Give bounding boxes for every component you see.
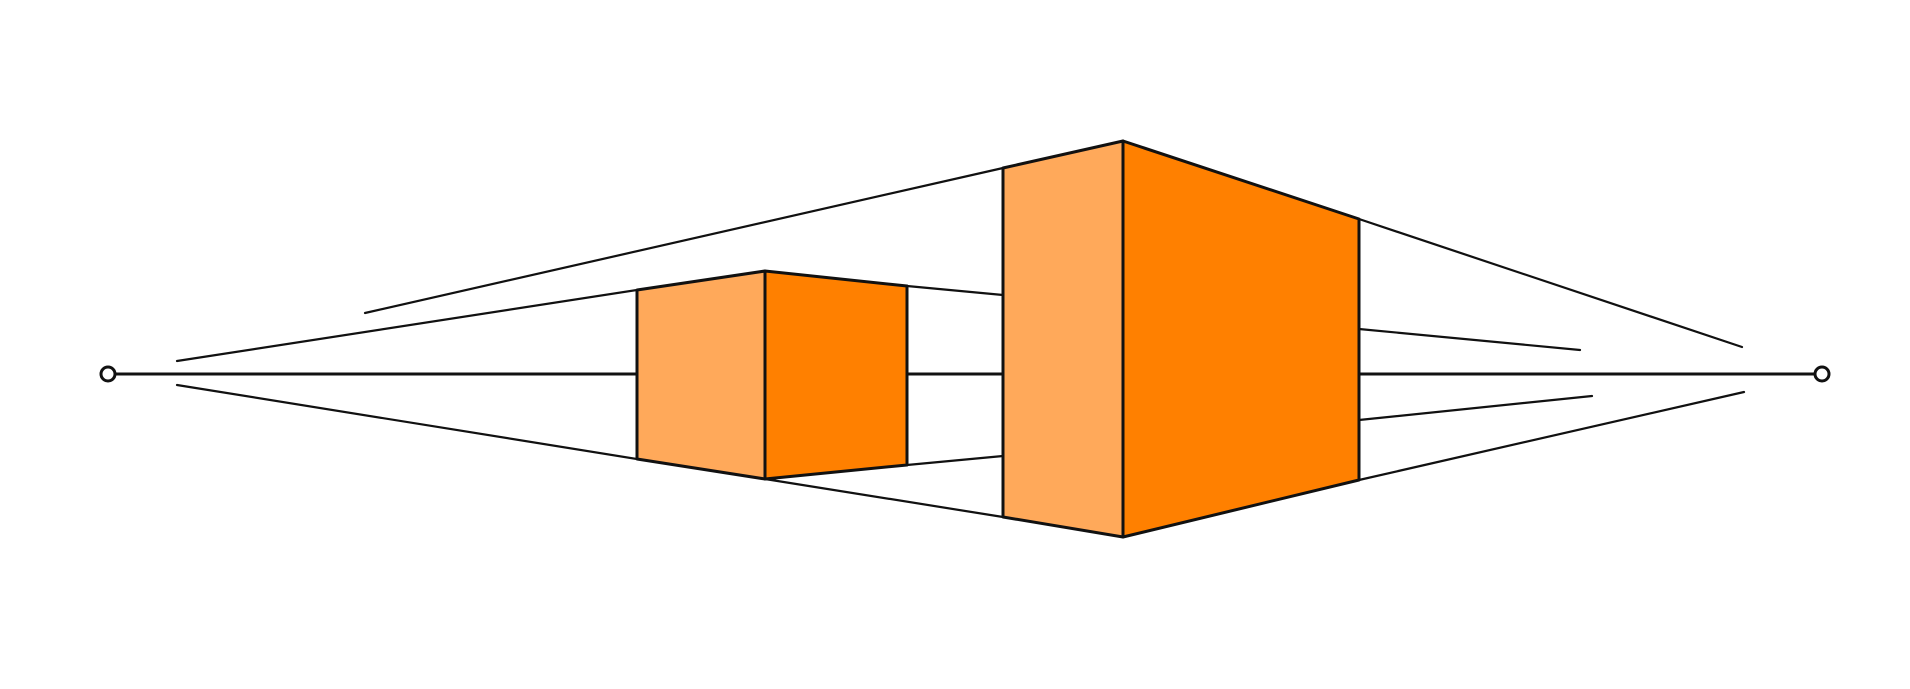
left-perspective-line-small-bottom <box>175 383 639 461</box>
right-perspective-line-lower-inner <box>1357 394 1594 422</box>
left-vanishing-point <box>99 365 117 383</box>
tall-box-left-face <box>1001 139 1125 539</box>
right-perspective-line-tall-bottom <box>1357 390 1746 482</box>
left-perspective-line-small-top <box>175 288 639 363</box>
right-perspective-line-upper-inner <box>1357 327 1582 352</box>
right-vanishing-point <box>1813 365 1831 383</box>
left-perspective-line-tall-bottom <box>763 477 1005 519</box>
left-perspective-line-tall-top <box>363 166 1005 315</box>
tall-box-right-face <box>1121 139 1361 539</box>
tall-box <box>1001 139 1361 539</box>
small-box-left-face <box>635 269 767 481</box>
right-perspective-line-tall-top <box>1357 217 1744 349</box>
guide-line-lower-between <box>905 454 1005 467</box>
guide-line-upper-between <box>905 284 1005 297</box>
small-box <box>635 269 909 481</box>
small-box-right-face <box>763 269 909 481</box>
